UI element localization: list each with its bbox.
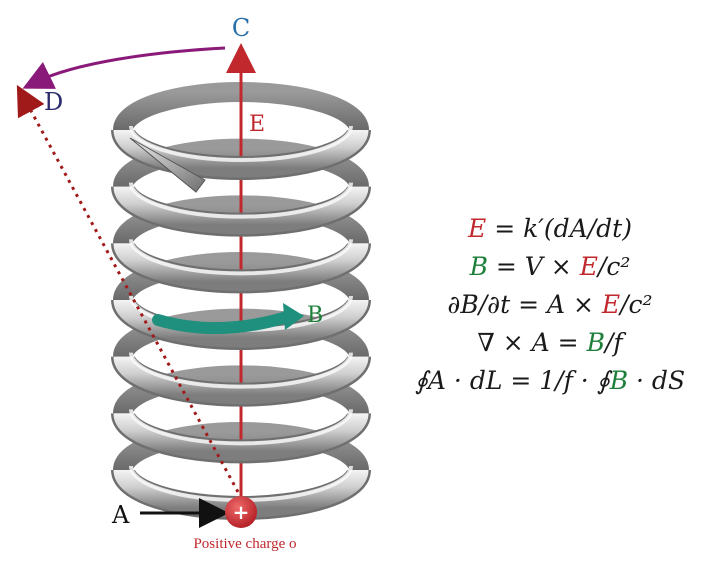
coil-turn-front bbox=[113, 412, 369, 461]
equation-part: ∮A · dL = 1/f · ∮ bbox=[414, 366, 610, 395]
coil-end-cone bbox=[129, 137, 206, 193]
coil-turn-front bbox=[113, 128, 369, 178]
equation-part: /c² bbox=[620, 290, 653, 319]
positive-charge bbox=[225, 496, 257, 528]
equation-line: ∮A · dL = 1/f · ∮B · dS bbox=[400, 362, 700, 400]
charge-plus-sign: + bbox=[233, 500, 250, 524]
b-field-arrow bbox=[152, 310, 296, 335]
coil-turn-highlight bbox=[129, 182, 353, 219]
equation-part: ∂B/∂t = A × bbox=[447, 290, 602, 319]
coil-turn-highlight bbox=[129, 239, 353, 276]
coil-turn-front bbox=[113, 355, 369, 405]
arc-arrow-c-to-d bbox=[22, 46, 226, 89]
coil-turn-front bbox=[113, 298, 369, 348]
coil-turn-front bbox=[113, 242, 369, 291]
coil-turn-highlight bbox=[129, 125, 353, 162]
equation-line: ∂B/∂t = A × E/c² bbox=[400, 286, 700, 324]
equation-part: B bbox=[469, 252, 488, 281]
equation-part: B bbox=[609, 366, 629, 395]
equation-part: /c² bbox=[597, 252, 631, 281]
equation-part: ∇ × A = bbox=[477, 328, 587, 357]
equation-line: E = k′(dA/dt) bbox=[400, 210, 700, 248]
equation-part: E bbox=[579, 252, 598, 281]
label-a: A bbox=[111, 501, 130, 529]
label-d: D bbox=[44, 88, 63, 116]
equation-part: /f bbox=[604, 328, 623, 357]
equation-part: E bbox=[601, 290, 621, 319]
coil-turn-front bbox=[113, 185, 369, 235]
equation-line: ∇ × A = B/f bbox=[400, 324, 700, 362]
equation-part: B bbox=[586, 328, 605, 357]
label-e: E bbox=[249, 112, 265, 137]
equation-part: E bbox=[468, 214, 487, 243]
equation-panel: E = k′(dA/dt) B = V × E/c² ∂B/∂t = A × E… bbox=[400, 210, 700, 400]
dotted-path-to-d bbox=[16, 84, 240, 493]
label-c: C bbox=[232, 14, 250, 42]
b-field-arrowhead bbox=[283, 303, 304, 330]
label-b: B bbox=[307, 303, 323, 328]
equation-part: = V × bbox=[487, 252, 580, 281]
equation-part: · dS bbox=[628, 366, 686, 395]
equation-part: = k′(dA/dt) bbox=[486, 214, 632, 243]
coil-turn-highlight bbox=[129, 352, 353, 389]
coil-front-turns bbox=[111, 125, 371, 520]
charge-caption: Positive charge o bbox=[193, 536, 297, 552]
equation-line: B = V × E/c² bbox=[400, 248, 700, 286]
coil-turn-highlight bbox=[129, 409, 353, 446]
